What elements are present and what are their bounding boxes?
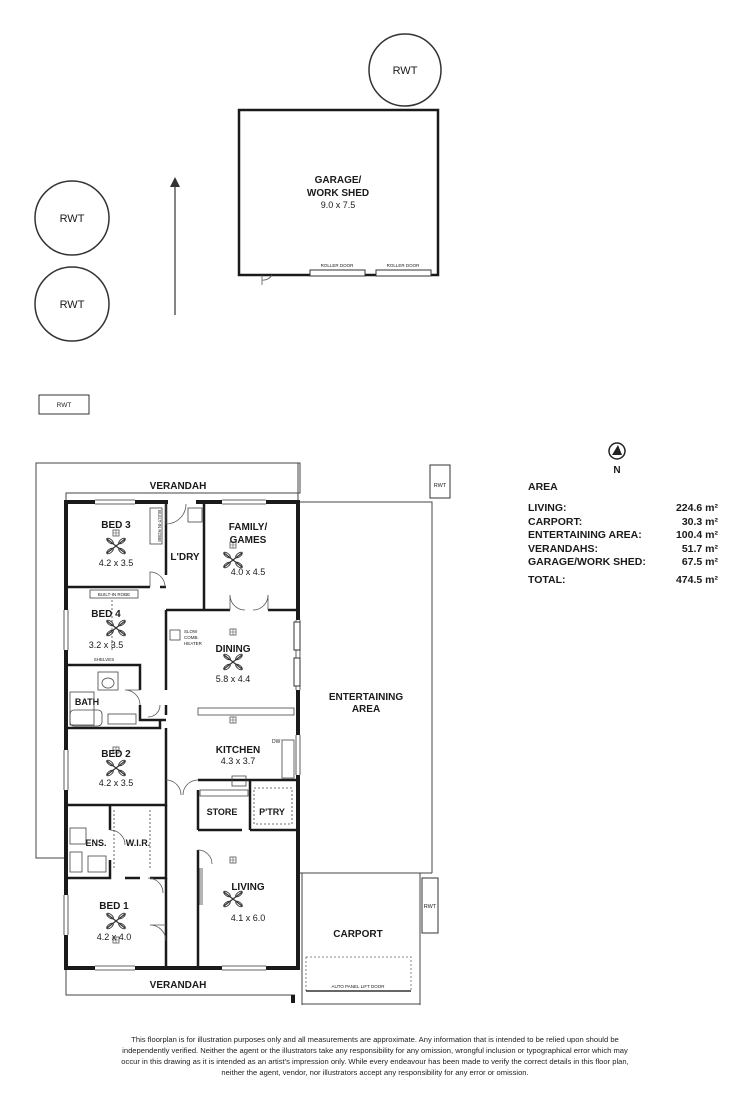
laundry-label: L'DRY — [170, 552, 200, 563]
bed4-dim: 3.2 x 3.5 — [89, 640, 124, 650]
svg-text:RWT: RWT — [57, 402, 72, 409]
family-label: FAMILY/ — [229, 522, 268, 533]
bed2-label: BED 2 — [101, 749, 131, 760]
svg-text:RWT: RWT — [60, 299, 85, 311]
verandah-bottom-label: VERANDAH — [150, 980, 207, 991]
ceiling-fan-icon — [105, 618, 127, 638]
north-compass-icon: N — [608, 442, 626, 476]
verandah-outline — [35, 462, 301, 996]
rwt-tank-left-1: RWT — [34, 180, 110, 256]
kitchen-label: KITCHEN — [216, 745, 260, 756]
living-dim: 4.1 x 6.0 — [231, 913, 266, 923]
svg-text:RWT: RWT — [424, 904, 437, 910]
area-row-total: TOTAL:474.5 m² — [528, 573, 718, 586]
ensuite-label: ENS. — [85, 838, 106, 848]
bed1-dim: 4.2 x 4.0 — [97, 932, 132, 942]
kitchen-dim: 4.3 x 3.7 — [221, 756, 256, 766]
area-row-entertaining: ENTERTAINING AREA:100.4 m² — [528, 529, 718, 541]
door-swings — [109, 503, 269, 942]
svg-text:RWT: RWT — [434, 483, 447, 489]
air-vent-icon — [229, 628, 237, 636]
area-row-garage: GARAGE/WORK SHED:67.5 m² — [528, 556, 718, 568]
svg-text:WORK SHED: WORK SHED — [307, 188, 369, 199]
area-summary: AREA LIVING:224.6 m² CARPORT:30.3 m² ENT… — [528, 481, 718, 587]
air-vent-icon — [229, 856, 237, 864]
bed2-dim: 4.2 x 3.5 — [99, 778, 134, 788]
rwt-tank-left-2: RWT — [34, 266, 110, 342]
driveway-arrow-icon — [170, 177, 180, 315]
svg-text:ROLLER DOOR: ROLLER DOOR — [321, 263, 355, 268]
svg-text:AUTO PANEL LIFT DOOR: AUTO PANEL LIFT DOOR — [331, 984, 385, 989]
area-row-verandahs: VERANDAHS:51.7 m² — [528, 542, 718, 555]
heater-label-3: HEATER — [184, 641, 203, 646]
svg-text:N: N — [613, 465, 620, 476]
bed4-label: BED 4 — [91, 609, 121, 620]
svg-text:RWT: RWT — [393, 65, 418, 77]
entertaining-label: ENTERTAINING — [329, 692, 403, 703]
verandah-top-label: VERANDAH — [150, 481, 207, 492]
interior-walls — [66, 502, 298, 968]
sliding-doors — [293, 621, 301, 687]
fixtures — [69, 507, 295, 905]
entertaining-label-2: AREA — [352, 704, 380, 715]
pantry-label: P'TRY — [259, 807, 285, 817]
bed4-robe-label: BUILT-IN ROBE — [98, 592, 130, 597]
bed3-label: BED 3 — [101, 520, 131, 531]
dining-dim: 5.8 x 4.4 — [216, 674, 251, 684]
rwt-tank-top: RWT — [368, 33, 442, 107]
heater-label-2: COMB. — [184, 635, 199, 640]
dishwasher-label: DW — [272, 739, 281, 745]
air-vent-icon — [229, 716, 237, 724]
svg-text:GARAGE/: GARAGE/ — [315, 175, 362, 186]
area-row-carport: CARPORT:30.3 m² — [528, 515, 718, 528]
ceiling-fan-icon — [105, 536, 127, 556]
auto-lift-door: AUTO PANEL LIFT DOOR — [305, 956, 412, 992]
family-label-2: GAMES — [230, 535, 267, 546]
store-label: STORE — [207, 807, 238, 817]
rwt-tank-small: RWT — [38, 394, 90, 415]
ceiling-fan-icon — [105, 911, 127, 931]
heater-label: SLOW — [184, 629, 198, 634]
entertaining-outline — [298, 501, 433, 1005]
svg-text:ROLLER DOOR: ROLLER DOOR — [387, 263, 421, 268]
carport-label: CARPORT — [333, 929, 382, 940]
bath-label: BATH — [75, 697, 99, 707]
area-title: AREA — [528, 481, 558, 493]
garage-work-shed: GARAGE/ WORK SHED 9.0 x 7.5 ROLLER DOOR … — [237, 108, 440, 285]
bed3-robe-label: BUILT-IN ROBE — [157, 510, 162, 542]
area-row-living: LIVING:224.6 m² — [528, 502, 718, 514]
svg-text:9.0 x 7.5: 9.0 x 7.5 — [321, 200, 356, 210]
bed3-dim: 4.2 x 3.5 — [99, 558, 134, 568]
svg-text:RWT: RWT — [60, 213, 85, 225]
bed1-label: BED 1 — [99, 901, 129, 912]
wir-label: W.I.R. — [126, 838, 151, 848]
living-label: LIVING — [231, 882, 265, 893]
disclaimer-text: This floorplan is for illustration purpo… — [121, 1035, 629, 1077]
dining-label: DINING — [216, 644, 251, 655]
family-dim: 4.0 x 4.5 — [231, 567, 266, 577]
ceiling-fan-icon — [105, 758, 127, 778]
ceiling-fan-icon — [222, 652, 244, 672]
shelves-label: SHELVES — [94, 657, 114, 662]
rwt-tank-carport: RWT — [421, 877, 439, 934]
rwt-tank-entertaining: RWT — [429, 464, 451, 499]
